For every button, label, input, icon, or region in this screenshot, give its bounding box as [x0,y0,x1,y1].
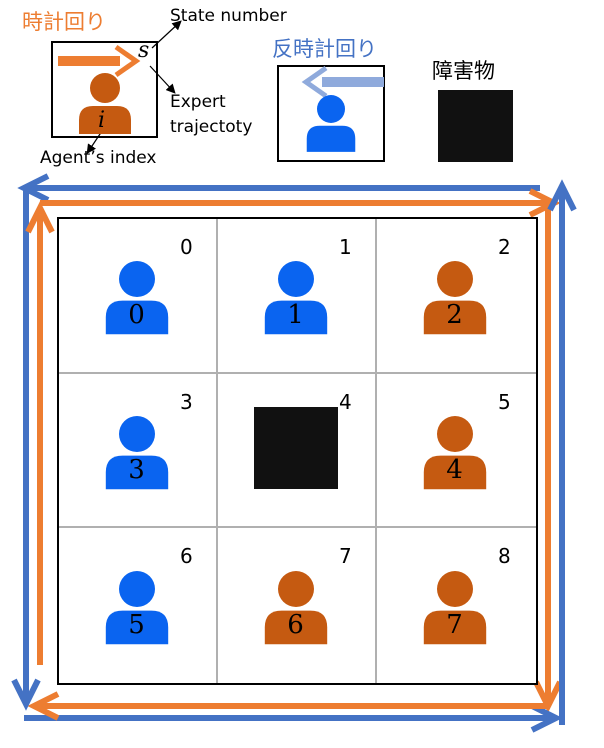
state-number: 8 [498,544,511,569]
state-number-label: State number [170,6,287,26]
agent-blue-icon [105,415,168,490]
top-blue-arrow [17,173,540,203]
state-number: 3 [180,389,193,414]
agent-index: 5 [128,609,145,640]
agent-symbol: i [98,108,106,133]
agent-index: 1 [287,300,304,331]
state-number: 0 [180,235,193,259]
obstacle-legend-square [438,90,513,162]
state-number: 7 [339,544,352,569]
agent-index: 7 [446,609,463,640]
agent-orange-icon [264,570,327,644]
counterclockwise-legend-arrow [301,65,384,99]
state-symbol: s [138,38,150,63]
expert-label-line1: Expert [170,92,226,112]
grid-cell-4: 4 [218,373,377,529]
agent-index: 4 [446,454,463,485]
legend-person-orange-icon [79,73,131,134]
bottom-blue-arrow [24,703,563,733]
counterclockwise-label: 反時計回り [272,37,377,61]
agent-orange-icon [423,415,486,490]
agent-index: 0 [128,300,145,331]
state-number: 4 [339,389,352,414]
clockwise-legend-arrow [58,44,141,78]
obstacle-square [253,406,338,489]
expert-label-line2: trajectoty [170,117,253,137]
agent-orange-icon [423,261,486,335]
agent-blue-icon [264,261,327,335]
agent-index-label: Agent’s index [40,148,157,168]
agent-orange-icon [423,570,486,644]
agent-index: 3 [128,454,145,485]
right-blue-arrow [547,179,577,725]
bottom-orange-arrow [27,691,548,721]
agent-index: 6 [287,609,304,640]
left-blue-arrow [11,190,41,711]
state-number: 2 [498,235,511,259]
agent-blue-icon [105,570,168,644]
left-orange-arrow [25,201,55,665]
obstacle-label: 障害物 [432,59,495,83]
state-number: 5 [498,389,511,414]
state-number: 6 [180,544,193,569]
top-orange-arrow [40,188,561,218]
right-orange-arrow [533,205,563,713]
clockwise-label: 時計回り [22,10,106,34]
state-number: 1 [339,235,352,259]
legend-person-blue-icon [306,95,356,152]
agent-index: 2 [446,300,463,331]
agent-blue-icon [105,261,168,335]
